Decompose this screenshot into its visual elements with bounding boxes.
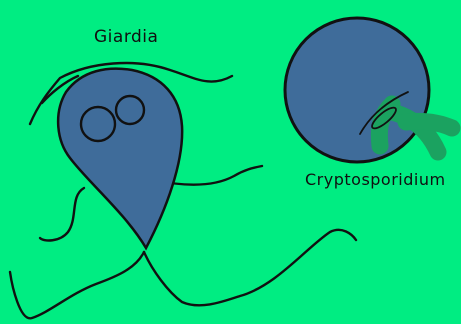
cryptosporidium-label: Cryptosporidium (305, 170, 446, 189)
giardia-body (58, 69, 182, 248)
giardia-label: Giardia (94, 27, 158, 47)
cryptosporidium-oocyst (285, 18, 429, 162)
